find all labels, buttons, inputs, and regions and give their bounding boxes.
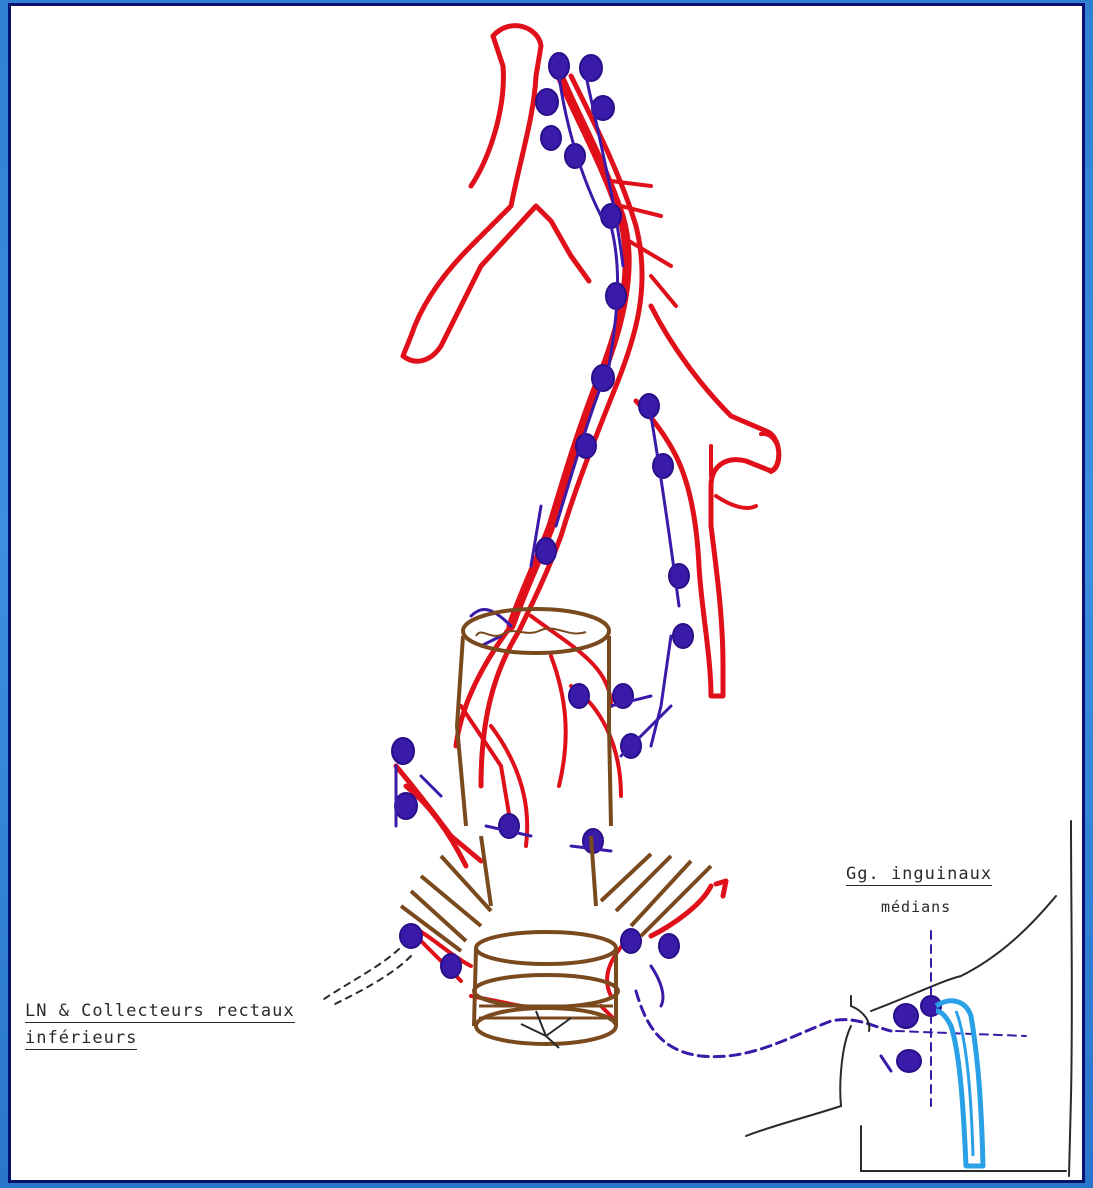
iliac-artery (636, 306, 779, 696)
femoral-vessel (936, 1001, 983, 1166)
anal-ring-2 (474, 975, 618, 1007)
inferieurs-label: inférieurs (25, 1028, 137, 1050)
anal-ring-3 (476, 1008, 616, 1044)
lymph-drainage-inguinal (636, 991, 891, 1057)
diagram-frame: LN & Collecteurs rectaux inférieurs Gg. … (8, 3, 1085, 1183)
aorta-left-branch (471, 36, 503, 186)
anal-ring-1 (476, 932, 616, 964)
lymph-vessels (396, 76, 891, 1071)
medians-label: médians (881, 898, 951, 916)
ln-collecteurs-label: LN & Collecteurs rectaux (25, 1001, 295, 1023)
gg-inguinaux-label: Gg. inguinaux (846, 864, 992, 886)
